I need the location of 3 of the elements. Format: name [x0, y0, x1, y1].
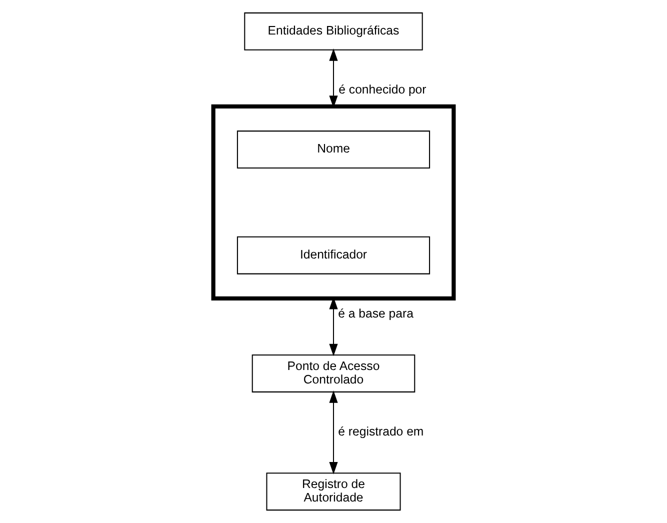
- edge-label: é conhecido por: [338, 82, 426, 97]
- edge-label: é a base para: [338, 306, 414, 321]
- edge-label: é registrado em: [338, 424, 424, 439]
